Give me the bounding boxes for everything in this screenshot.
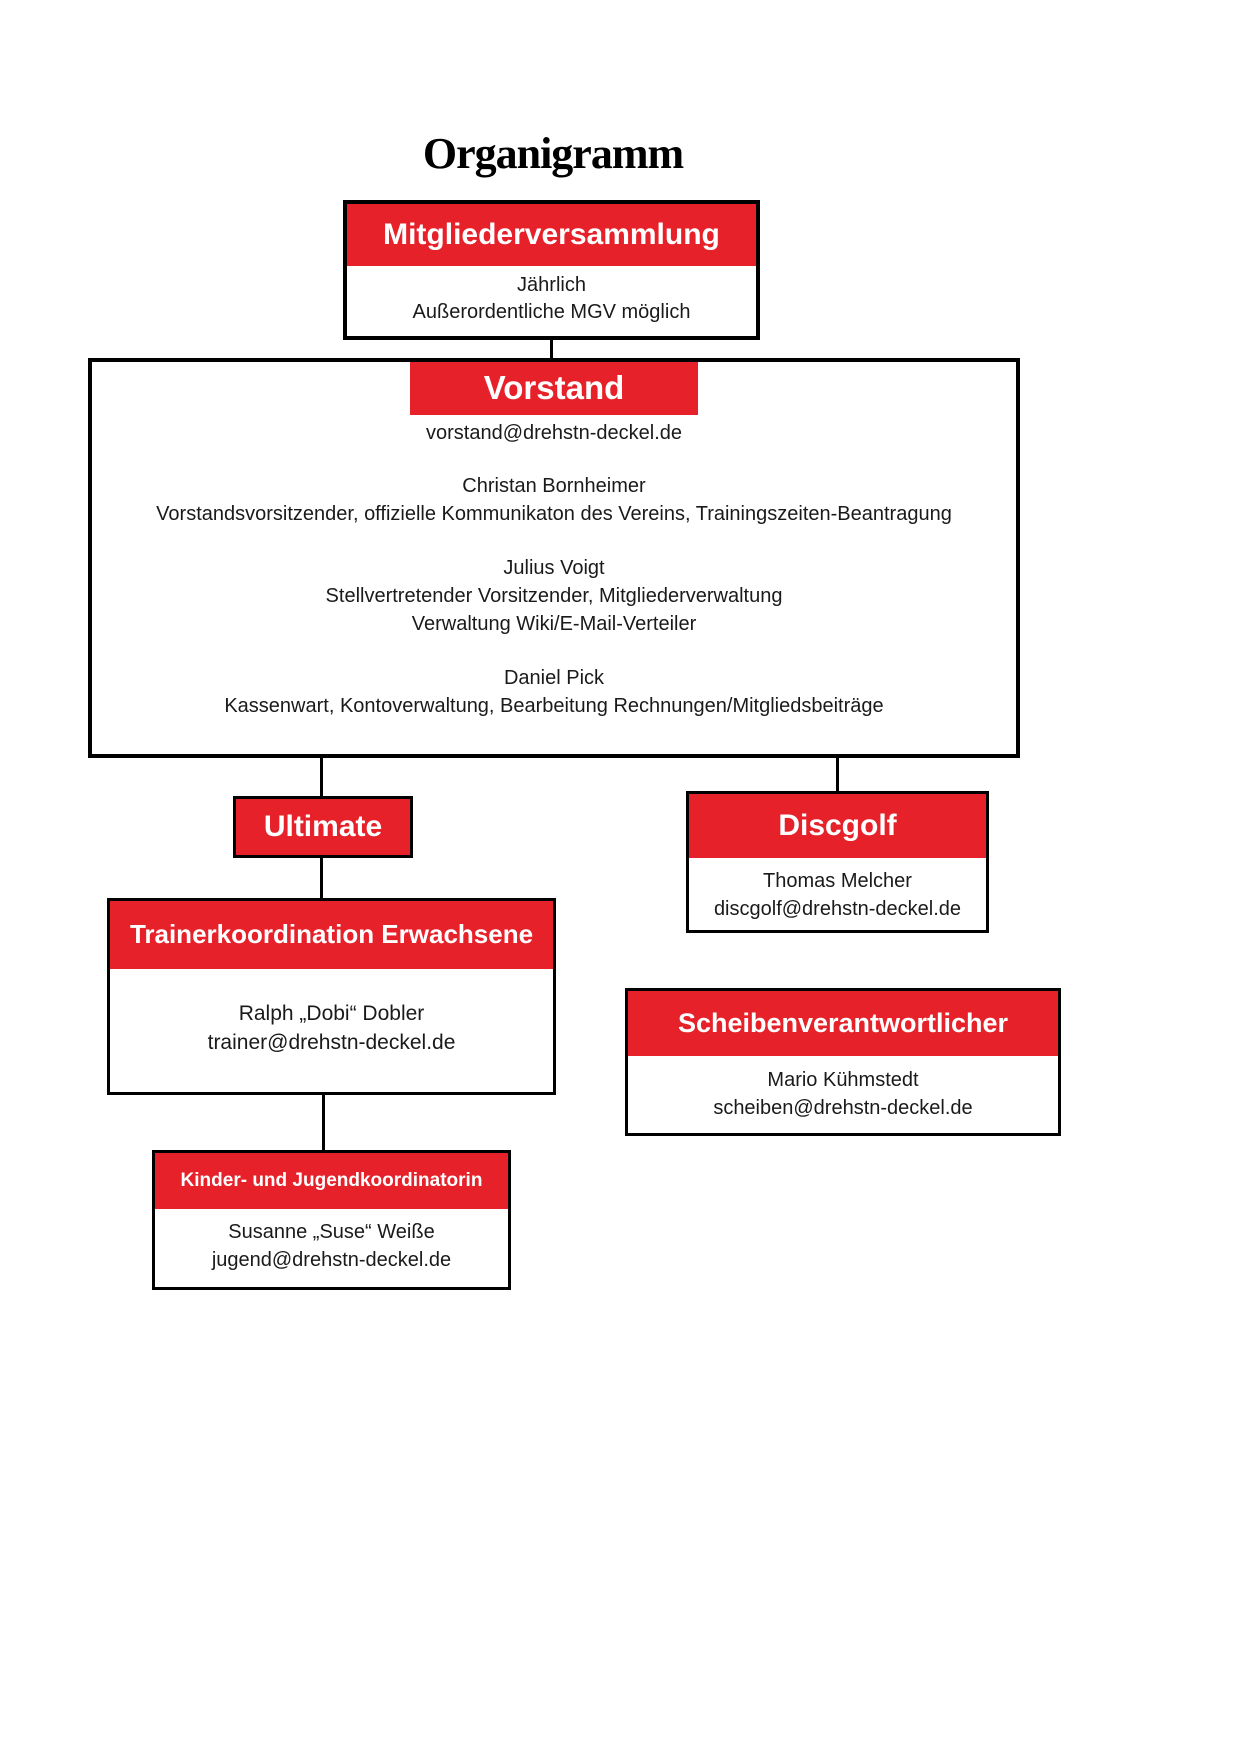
- vorstand-person-role: Kassenwart, Kontoverwaltung, Bearbeitung…: [224, 695, 884, 717]
- vorstand-person-name: Christan Bornheimer: [462, 475, 646, 497]
- box-vorstand: Vorstand vorstand@drehstn-deckel.de Chri…: [88, 358, 1020, 758]
- vorstand-person-role: Vorstandsvorsitzender, offizielle Kommun…: [156, 503, 952, 525]
- vorstand-person-name: Daniel Pick: [503, 667, 605, 689]
- scheibenverantwortlicher-email: scheiben@drehstn-deckel.de: [713, 1097, 973, 1119]
- box-scheibenverantwortlicher: Scheibenverantwortlicher Mario Kühmstedt…: [625, 988, 1061, 1136]
- box-mitgliederversammlung: Mitgliederversammlung Jährlich Außerorde…: [343, 200, 760, 340]
- box-mitgliederversammlung-header: Mitgliederversammlung: [347, 204, 756, 266]
- jugend-email: jugend@drehstn-deckel.de: [211, 1249, 452, 1271]
- page-title: Organigramm: [422, 129, 684, 178]
- vorstand-person-role: Verwaltung Wiki/E-Mail-Verteiler: [411, 613, 697, 635]
- connector-vorstand-to-discgolf: [836, 756, 839, 793]
- vorstand-person-name: Julius Voigt: [503, 557, 605, 579]
- vorstand-person-block: Julius Voigt Stellvertretender Vorsitzen…: [92, 554, 1016, 638]
- box-vorstand-header: Vorstand: [410, 362, 698, 415]
- box-scheibenverantwortlicher-header: Scheibenverantwortlicher: [628, 991, 1058, 1056]
- mitgliederversammlung-note-line: Jährlich: [517, 274, 586, 296]
- box-ultimate-header: Ultimate: [263, 810, 383, 843]
- jugend-person: Susanne „Suse“ Weiße: [228, 1221, 435, 1243]
- vorstand-email: vorstand@drehstn-deckel.de: [426, 422, 682, 444]
- vorstand-person-role: Stellvertretender Vorsitzender, Mitglied…: [325, 585, 783, 607]
- mitgliederversammlung-note-line: Außerordentliche MGV möglich: [412, 301, 691, 323]
- scheibenverantwortlicher-person: Mario Kühmstedt: [767, 1069, 919, 1091]
- connector-vorstand-to-ultimate: [320, 756, 323, 798]
- box-trainerkoordination: Trainerkoordination Erwachsene Ralph „Do…: [107, 898, 556, 1095]
- discgolf-email: discgolf@drehstn-deckel.de: [713, 898, 962, 920]
- discgolf-person: Thomas Melcher: [763, 870, 912, 892]
- vorstand-person-block: Christan Bornheimer Vorstandsvorsitzende…: [92, 472, 1016, 528]
- box-discgolf: Discgolf Thomas Melcher discgolf@drehstn…: [686, 791, 989, 933]
- connector-ultimate-to-trainerkoordination: [320, 856, 323, 898]
- box-discgolf-header: Discgolf: [689, 794, 986, 858]
- box-jugend: Kinder- und Jugendkoordinatorin Susanne …: [152, 1150, 511, 1290]
- vorstand-person-block: Daniel Pick Kassenwart, Kontoverwaltung,…: [92, 664, 1016, 720]
- trainerkoordination-email: trainer@drehstn-deckel.de: [207, 1031, 456, 1054]
- trainerkoordination-person: Ralph „Dobi“ Dobler: [238, 1002, 425, 1025]
- box-trainerkoordination-header: Trainerkoordination Erwachsene: [110, 901, 553, 969]
- box-jugend-header: Kinder- und Jugendkoordinatorin: [155, 1153, 508, 1209]
- connector-mgv-to-vorstand: [550, 338, 553, 360]
- connector-trainerkoordination-to-jugend: [322, 1093, 325, 1150]
- box-ultimate: Ultimate: [233, 796, 413, 858]
